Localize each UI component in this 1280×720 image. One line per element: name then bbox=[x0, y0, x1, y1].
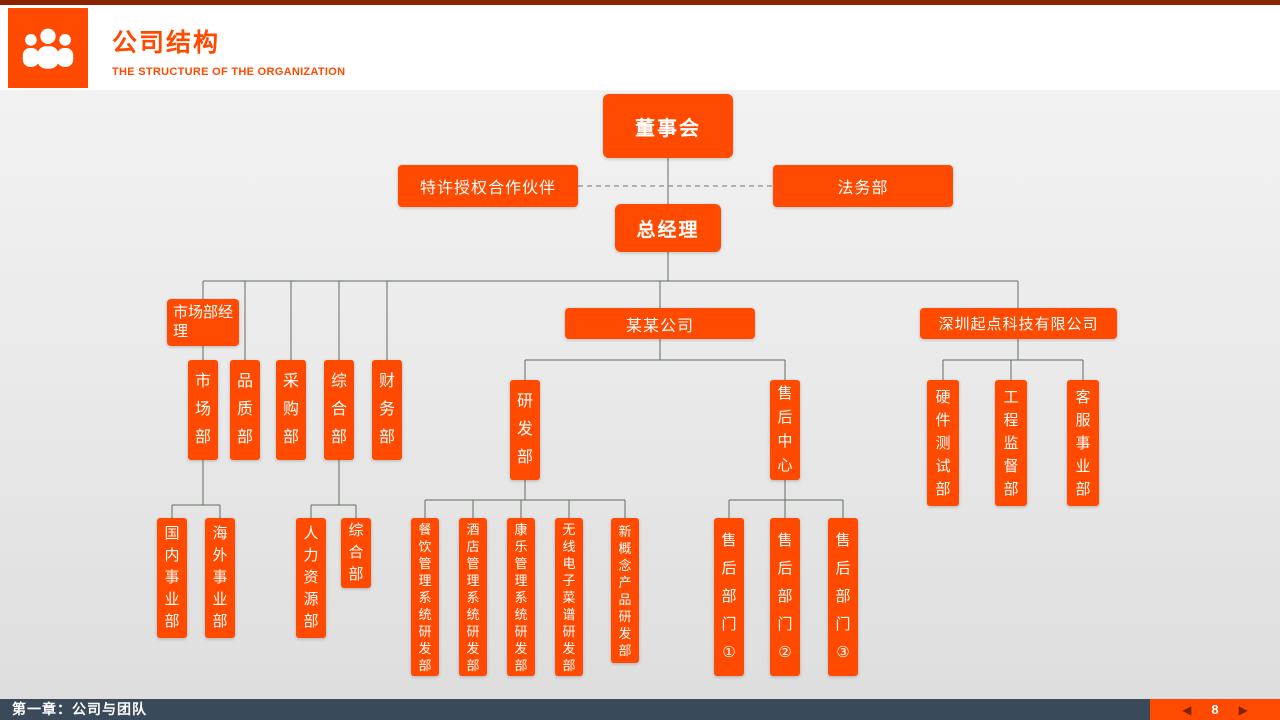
org-node-rnd-child-catering: 餐饮管理系统研发部 bbox=[411, 518, 439, 676]
org-node-rnd-child-hotel: 酒店管理系统研发部 bbox=[459, 518, 487, 676]
slide-header: 公司结构 THE STRUCTURE OF THE ORGANIZATION bbox=[0, 5, 1280, 90]
header-titles: 公司结构 THE STRUCTURE OF THE ORGANIZATION bbox=[112, 23, 345, 78]
chapter-label: 第一章：公司与团队 bbox=[12, 701, 147, 717]
org-node-aftersales-unit-3: 售后部门③ bbox=[828, 518, 858, 676]
org-node-aftersales-unit-1: 售后部门① bbox=[714, 518, 744, 676]
org-node-customer-service-dept: 客服事业部 bbox=[1067, 380, 1099, 506]
org-node-board: 董事会 bbox=[603, 94, 733, 158]
org-node-general-manager: 总经理 bbox=[615, 204, 721, 252]
org-node-market-dept: 市场部 bbox=[188, 360, 218, 460]
people-icon bbox=[8, 8, 88, 88]
org-node-overseas-division: 海外事业部 bbox=[205, 518, 235, 638]
org-node-engineering-supervision-dept: 工程监督部 bbox=[995, 380, 1027, 506]
org-node-general-sub-dept: 综合部 bbox=[341, 518, 371, 588]
slide-footer: 第一章：公司与团队 ◀ 8 ▶ bbox=[0, 699, 1280, 720]
next-arrow-icon[interactable]: ▶ bbox=[1238, 702, 1248, 717]
org-node-hardware-test-dept: 硬件测试部 bbox=[927, 380, 959, 506]
org-node-franchise-partner: 特许授权合作伙伴 bbox=[398, 165, 578, 207]
org-node-quality-dept: 品质部 bbox=[230, 360, 260, 460]
org-node-legal-dept: 法务部 bbox=[773, 165, 953, 207]
org-node-rnd-child-recreation: 康乐管理系统研发部 bbox=[507, 518, 535, 676]
prev-arrow-icon[interactable]: ◀ bbox=[1182, 702, 1192, 717]
org-node-aftersales-center: 售后中心 bbox=[770, 380, 800, 480]
org-node-domestic-division: 国内事业部 bbox=[157, 518, 187, 638]
org-node-company-b: 深圳起点科技有限公司 bbox=[920, 308, 1117, 339]
org-node-general-dept: 综合部 bbox=[324, 360, 354, 460]
org-node-company-a: 某某公司 bbox=[565, 308, 755, 339]
org-node-rnd-child-wireless-menu: 无线电子菜谱研发部 bbox=[555, 518, 583, 676]
page-nav: ◀ 8 ▶ bbox=[1150, 699, 1280, 720]
org-node-finance-dept: 财务部 bbox=[372, 360, 402, 460]
page-number: 8 bbox=[1211, 702, 1219, 717]
page-title: 公司结构 bbox=[112, 29, 221, 57]
top-accent-strip bbox=[0, 0, 1280, 5]
org-node-rnd-child-new-concept: 新概念产品研发部 bbox=[611, 518, 639, 663]
org-node-rnd-dept: 研发部 bbox=[510, 380, 540, 480]
org-node-hr-dept: 人力资源部 bbox=[296, 518, 326, 638]
org-node-aftersales-unit-2: 售后部门② bbox=[770, 518, 800, 676]
org-node-procurement-dept: 采购部 bbox=[276, 360, 306, 460]
page-subtitle: THE STRUCTURE OF THE ORGANIZATION bbox=[112, 66, 346, 78]
org-node-marketing-manager: 市场部经理 bbox=[167, 299, 239, 346]
